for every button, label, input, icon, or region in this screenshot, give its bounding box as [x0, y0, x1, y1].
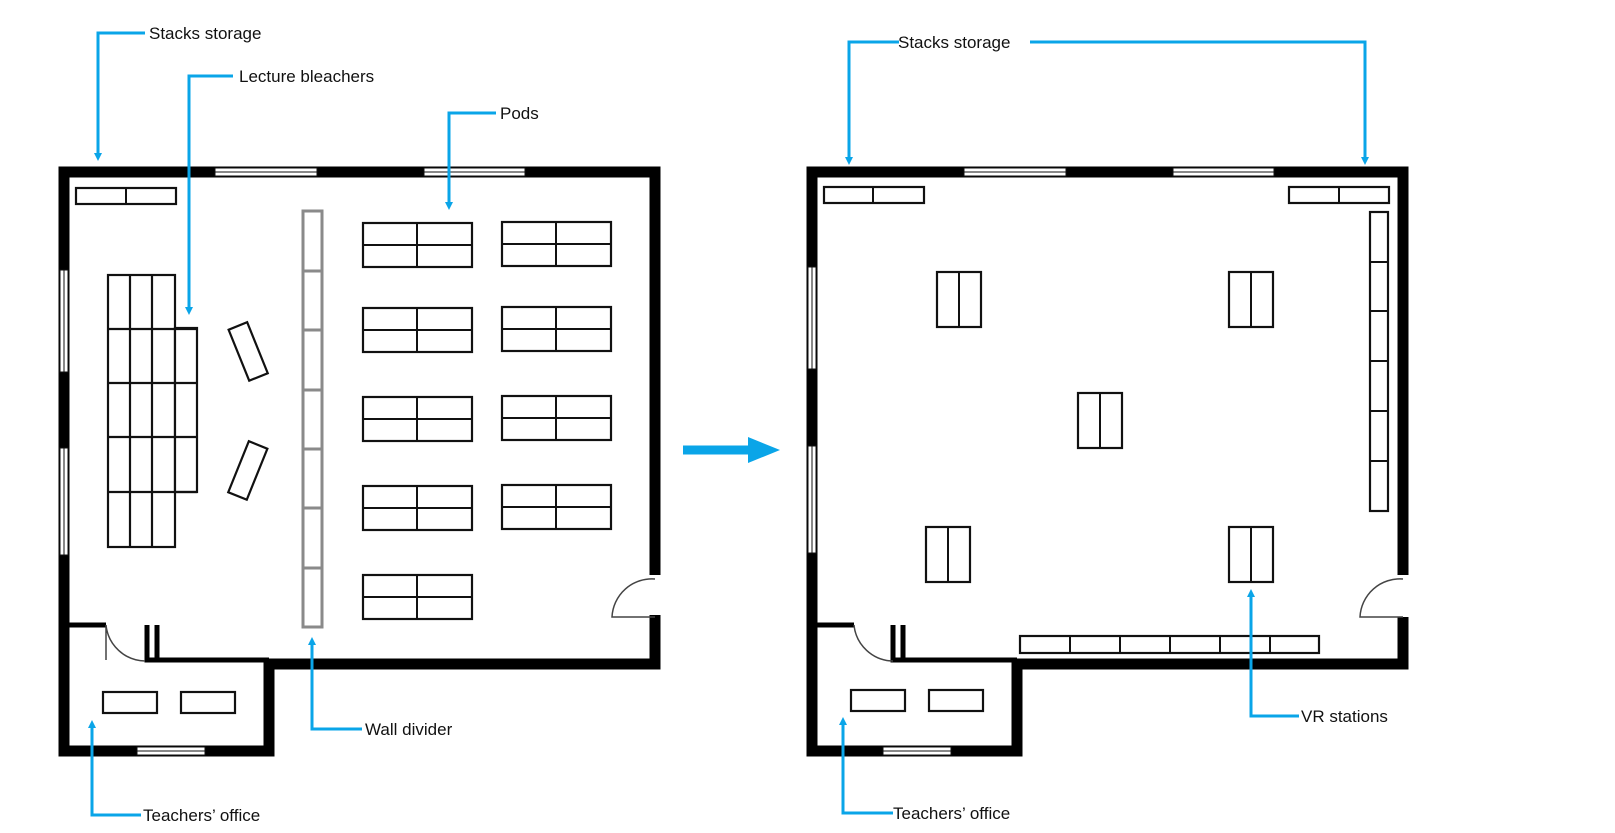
pod [361, 484, 474, 532]
label-vr-stations: VR stations [1301, 707, 1388, 726]
vr-station [924, 525, 972, 584]
right-wall-shelving [1368, 210, 1390, 513]
pod [500, 483, 613, 531]
right-office-desk [927, 688, 985, 713]
lecture-bleachers [106, 273, 199, 549]
left-stacks-shelf [74, 186, 178, 206]
left-office-wall [64, 622, 160, 663]
left-exit-door [611, 578, 656, 618]
label-teachers-office: Teachers’ office [893, 804, 1010, 823]
right-stacks-shelf [822, 185, 926, 205]
right-stacks-shelf [1287, 185, 1391, 205]
vr-station [935, 270, 983, 329]
callout-arrow-divider [308, 637, 362, 731]
right-office-wall [812, 622, 1017, 663]
left-floor-plan: Stacks storage Lecture bleachers Pods Wa… [58, 24, 661, 825]
callout-arrow-office-left [88, 720, 141, 817]
pod [361, 306, 474, 354]
vr-station [1227, 270, 1275, 329]
left-angled-desk [227, 320, 270, 383]
left-office-door [105, 624, 146, 662]
right-bottom-shelving [1018, 634, 1321, 655]
callout-arrow-vr [1247, 589, 1299, 718]
vr-station [1076, 391, 1124, 450]
pod [361, 221, 474, 269]
label-teachers-office: Teachers’ office [143, 806, 260, 825]
right-exit-door [1359, 578, 1404, 618]
callout-arrow-stacks-right-a [845, 40, 899, 165]
vr-station [1227, 525, 1275, 584]
label-pods: Pods [500, 104, 539, 123]
vr-stations [924, 270, 1275, 584]
left-office-desk [101, 690, 159, 715]
left-office-desk [179, 690, 237, 715]
callout-arrow-stacks-left [94, 31, 145, 161]
label-stacks-storage: Stacks storage [898, 33, 1010, 52]
callout-arrow-bleachers [185, 74, 233, 315]
callout-arrow-stacks-right-b [1030, 40, 1369, 165]
pod [500, 394, 613, 442]
arrow-right-icon [683, 437, 780, 463]
pods [361, 220, 613, 621]
label-stacks-storage: Stacks storage [149, 24, 261, 43]
right-office-desk [849, 688, 907, 713]
pod [361, 573, 474, 621]
right-outer-wall [806, 166, 1409, 757]
pod [500, 305, 613, 353]
label-wall-divider: Wall divider [365, 720, 453, 739]
pod [361, 395, 474, 443]
right-office-door [853, 624, 894, 662]
left-angled-desk [226, 439, 269, 502]
callout-arrow-office-right [839, 717, 893, 815]
callout-arrow-pods [445, 111, 496, 210]
label-lecture-bleachers: Lecture bleachers [239, 67, 374, 86]
pod [500, 220, 613, 268]
wall-divider [301, 209, 324, 629]
right-floor-plan: Stacks storage VR stations Teachers’ off… [806, 33, 1409, 823]
